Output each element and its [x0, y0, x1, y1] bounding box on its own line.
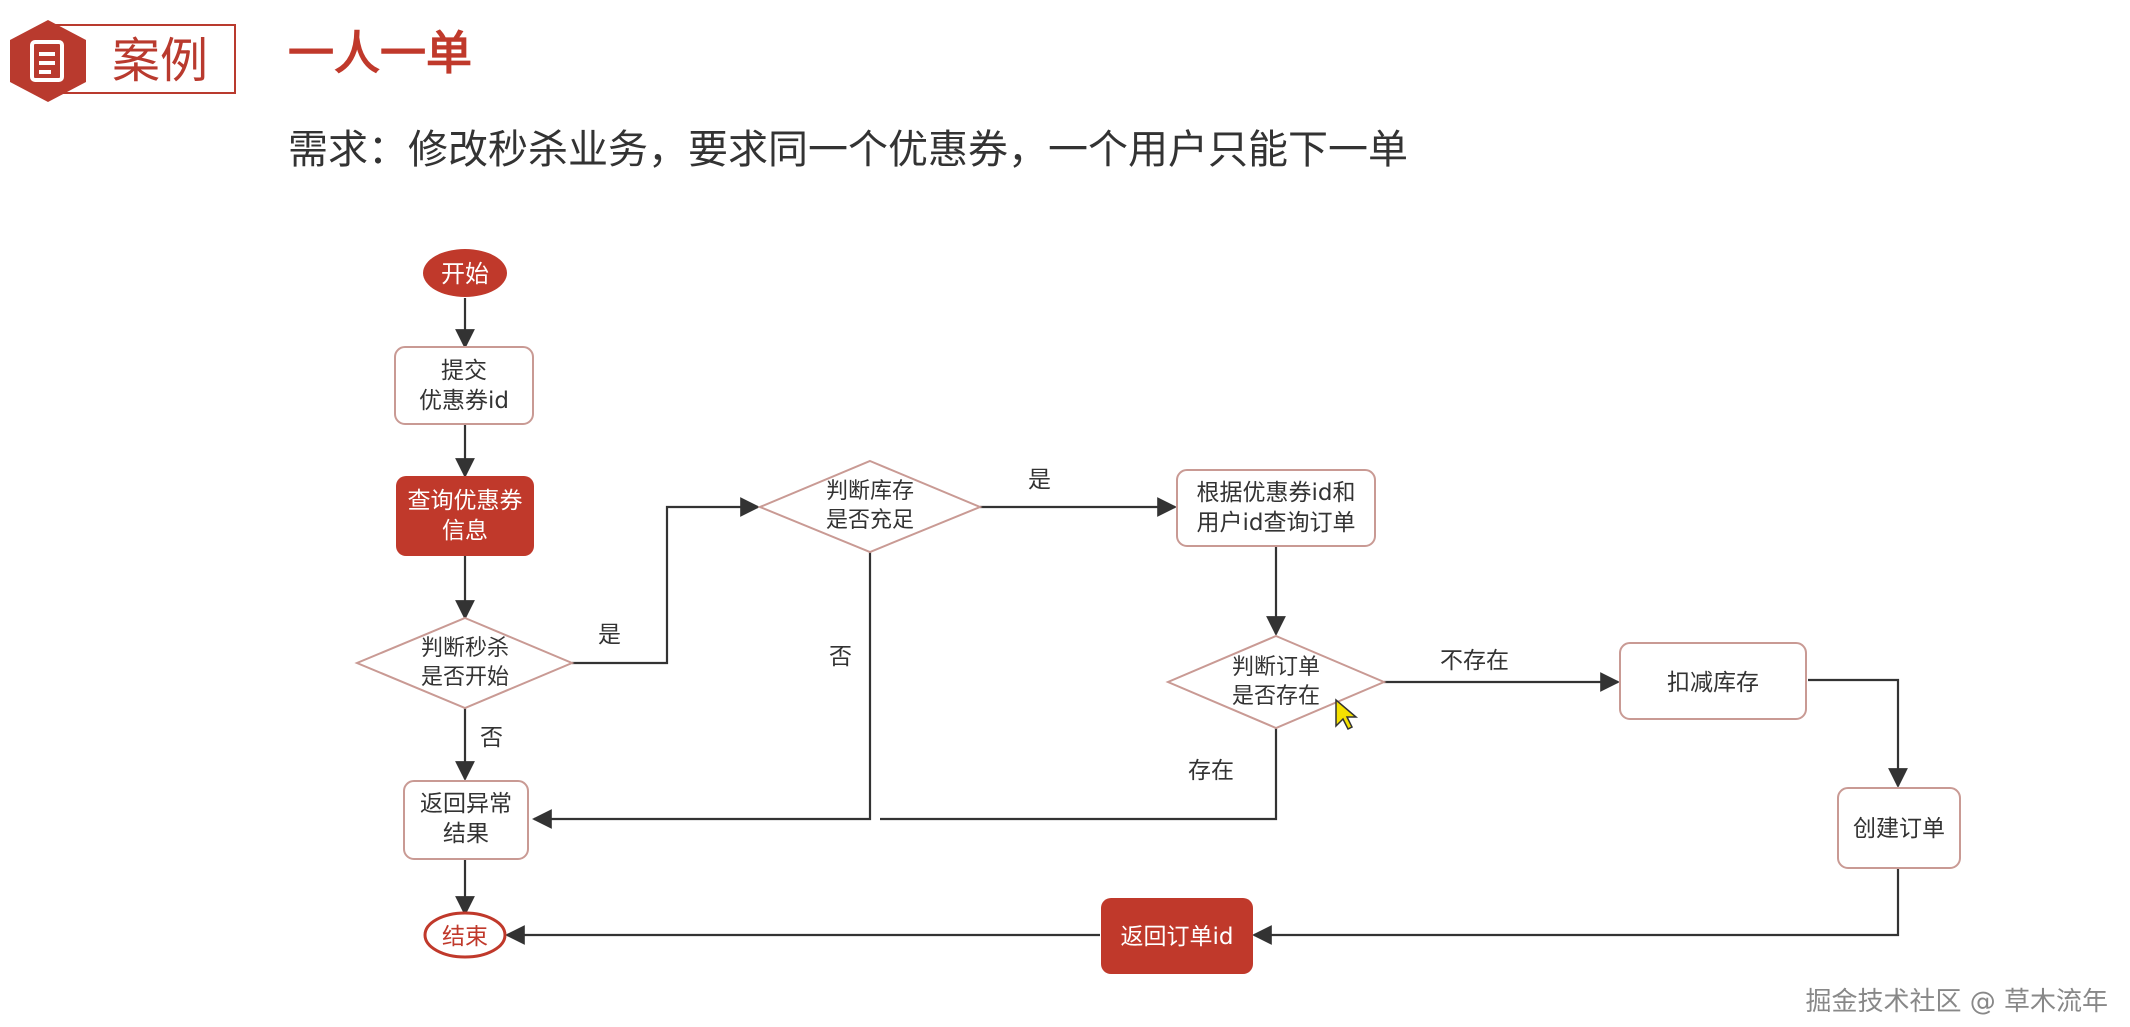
- badge-label: 案例: [112, 33, 209, 89]
- check-order-label-1: 判断订单: [1232, 655, 1320, 680]
- create-order-label: 创建订单: [1853, 816, 1945, 842]
- create-order-node: [1837, 787, 1961, 869]
- query-order-label-2: 用户id查询订单: [1197, 510, 1356, 536]
- document-icon: [10, 20, 86, 102]
- submit-label-2: 优惠券id: [419, 388, 509, 414]
- return-error-label-1: 返回异常: [420, 791, 512, 817]
- query-coupon-label-1: 查询优惠券: [408, 488, 523, 514]
- deduct-stock-label: 扣减库存: [1667, 670, 1759, 696]
- check-seckill-label-2: 是否开始: [421, 665, 509, 690]
- edge-stock-no: [532, 552, 872, 829]
- query-order-label-1: 根据优惠券id和: [1197, 480, 1356, 506]
- edge-label-no-stock: 否: [829, 644, 852, 670]
- requirement-text: 需求：修改秒杀业务，要求同一个优惠券，一个用户只能下一单: [288, 127, 1408, 173]
- return-error-node: [403, 780, 529, 860]
- return-order-id-node: [1101, 898, 1253, 974]
- query-coupon-label-2: 信息: [442, 518, 488, 544]
- edge-label-not-exist: 不存在: [1440, 648, 1509, 674]
- query-coupon-node: [396, 476, 534, 556]
- check-stock-label-1: 判断库存: [826, 479, 914, 504]
- edge-label-no-seckill: 否: [480, 725, 503, 751]
- end-label: 结束: [442, 924, 488, 950]
- mouse-cursor-icon: [1335, 698, 1359, 731]
- check-seckill-label-1: 判断秒杀: [421, 636, 509, 661]
- return-error-label-2: 结果: [443, 821, 489, 847]
- watermark: 掘金技术社区 @ 草木流年: [1805, 987, 2108, 1017]
- query-order-node: [1176, 469, 1376, 547]
- check-stock-label-2: 是否充足: [826, 508, 914, 533]
- edge-seckill-yes: [572, 497, 760, 665]
- edge-label-yes-stock: 是: [1028, 467, 1051, 493]
- end-node: [423, 911, 507, 959]
- submit-node: [394, 346, 534, 425]
- edge-create-return: [1252, 868, 1900, 945]
- check-seckill-node: [354, 616, 575, 710]
- return-order-id-label: 返回订单id: [1121, 924, 1234, 950]
- edge-deduct-create: [1808, 678, 1908, 788]
- page-title: 一人一单: [288, 26, 472, 80]
- check-order-label-2: 是否存在: [1232, 684, 1320, 709]
- start-label: 开始: [441, 260, 489, 288]
- edge-label-yes-seckill: 是: [598, 622, 621, 648]
- submit-label-1: 提交: [441, 358, 487, 384]
- deduct-stock-node: [1619, 642, 1807, 720]
- start-node: [423, 249, 507, 297]
- connectors: [455, 298, 1908, 945]
- edge-label-exist: 存在: [1188, 758, 1234, 784]
- case-badge: 案例: [6, 18, 236, 102]
- check-order-node: [1165, 634, 1387, 730]
- check-stock-node: [757, 459, 983, 554]
- edge-order-exist: [880, 728, 1278, 821]
